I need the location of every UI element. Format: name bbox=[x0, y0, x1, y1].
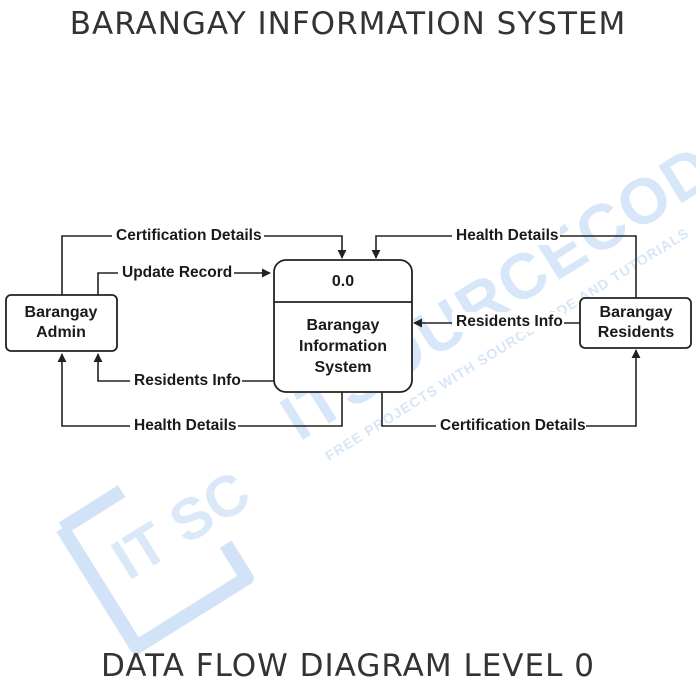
flow-label-residents-info: Residents Info bbox=[456, 313, 563, 330]
diagram-title: BARANGAY INFORMATION SYSTEM bbox=[69, 6, 627, 42]
flow-label-admin-health: Health Details bbox=[134, 417, 237, 434]
process-name-line-3: System bbox=[315, 359, 372, 376]
process-name-line-1: Barangay bbox=[307, 317, 380, 334]
entity-barangay-admin: Barangay Admin bbox=[5, 294, 118, 352]
process-node: 0.0 Barangay Information System bbox=[273, 259, 413, 393]
process-name-line-2: Information bbox=[299, 338, 387, 355]
flow-label-admin-certification: Certification Details bbox=[116, 227, 262, 244]
entity-admin-line-2: Admin bbox=[36, 324, 86, 341]
flow-residents-certification-line bbox=[381, 349, 641, 427]
diagram-subtitle: DATA FLOW DIAGRAM LEVEL 0 bbox=[101, 648, 595, 684]
entity-barangay-residents: Barangay Residents bbox=[579, 297, 692, 349]
flow-label-residents-certification: Certification Details bbox=[440, 417, 586, 434]
flow-residents-health-line bbox=[371, 235, 637, 298]
flow-label-residents-health: Health Details bbox=[456, 227, 559, 244]
entity-admin-line-1: Barangay bbox=[25, 304, 98, 321]
entity-residents-line-1: Barangay bbox=[600, 304, 673, 321]
flow-label-admin-residents-info: Residents Info bbox=[134, 372, 241, 389]
flow-label-admin-update: Update Record bbox=[122, 264, 232, 281]
process-id: 0.0 bbox=[332, 273, 354, 290]
entity-residents-line-2: Residents bbox=[598, 324, 675, 341]
